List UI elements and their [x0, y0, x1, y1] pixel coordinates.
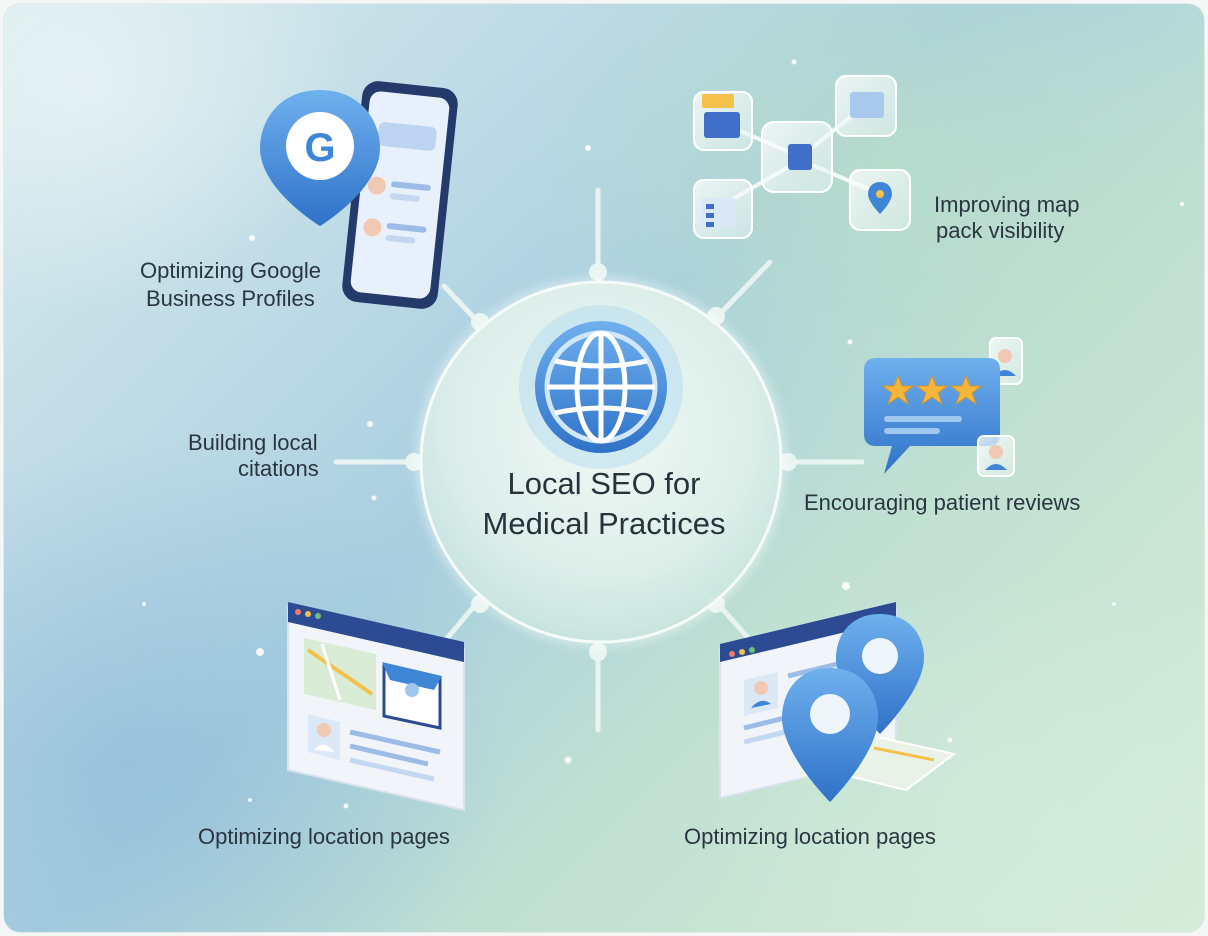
label-location-pages-right: Optimizing location pages	[684, 824, 936, 849]
center-title-line1: Local SEO for	[507, 466, 701, 501]
label-local-citations-line2: citations	[238, 456, 319, 481]
review-stars-icon	[864, 337, 1023, 477]
location-pins-webpage-icon	[719, 602, 957, 802]
label-map-pack-line1: Improving map	[934, 192, 1080, 217]
globe-icon	[519, 305, 683, 469]
label-location-pages-left: Optimizing location pages	[198, 824, 450, 849]
map-webpage-icon	[287, 602, 465, 812]
label-google-profiles-line1: Optimizing Google	[140, 258, 321, 283]
label-map-pack-line2: pack visibility	[936, 218, 1065, 243]
sparkles	[142, 59, 1184, 809]
center-title-line2: Medical Practices	[482, 506, 726, 541]
diagram-canvas: G	[4, 4, 1204, 932]
network-cubes-icon	[693, 75, 911, 239]
svg-text:G: G	[304, 126, 335, 170]
center-sphere	[415, 276, 787, 648]
diagram-art: G	[142, 59, 1184, 812]
google-maps-pin-phone-icon: G	[260, 81, 458, 309]
connector-spokes	[333, 187, 865, 733]
label-google-profiles-line2: Business Profiles	[146, 286, 315, 311]
label-patient-reviews: Encouraging patient reviews	[804, 490, 1081, 515]
label-local-citations-line1: Building local	[188, 430, 318, 455]
